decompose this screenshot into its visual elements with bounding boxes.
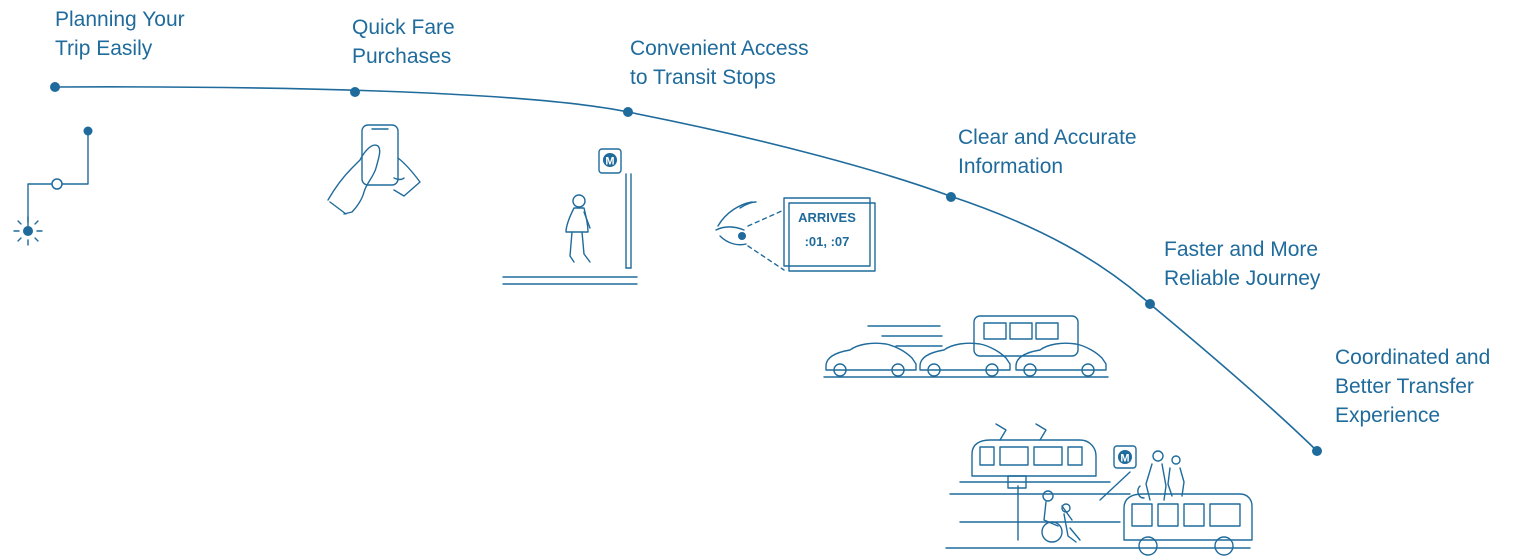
metro-logo-stop: M: [605, 156, 614, 168]
multimodal-transfer-icon: M: [945, 423, 1253, 556]
milestone-dot-journey: [1145, 299, 1155, 309]
metro-logo-transfer: M: [1120, 453, 1129, 465]
traffic-bus-cars-icon: [823, 315, 1109, 378]
milestone-dot-info: [946, 192, 956, 202]
milestone-label-journey: Faster and More Reliable Journey: [1164, 238, 1321, 290]
arrival-sign-line1: ARRIVES: [798, 210, 856, 225]
milestone-dot-access: [623, 107, 633, 117]
journey-curve: [54, 86, 1318, 452]
milestone-label-access: Convenient Access to Transit Stops: [630, 37, 809, 89]
arrival-sign-line2: :01, :07: [805, 234, 850, 249]
milestone-dot-transfer: [1312, 446, 1322, 456]
pedestrian-at-stop-icon: M: [502, 148, 638, 285]
milestone-label-fare: Quick Fare Purchases: [352, 16, 455, 68]
milestone-label-transfer: Coordinated and Better Transfer Experien…: [1335, 346, 1491, 427]
milestone-dot-fare: [350, 87, 360, 97]
eye-arrival-sign-icon: ARRIVES :01, :07: [715, 197, 876, 272]
milestone-label-info: Clear and Accurate Information: [958, 126, 1137, 178]
milestone-dot-planning: [50, 82, 60, 92]
route-map-icon: [13, 126, 93, 246]
smartphone-hand-icon: [327, 124, 421, 215]
milestone-label-planning: Planning Your Trip Easily: [55, 8, 185, 60]
